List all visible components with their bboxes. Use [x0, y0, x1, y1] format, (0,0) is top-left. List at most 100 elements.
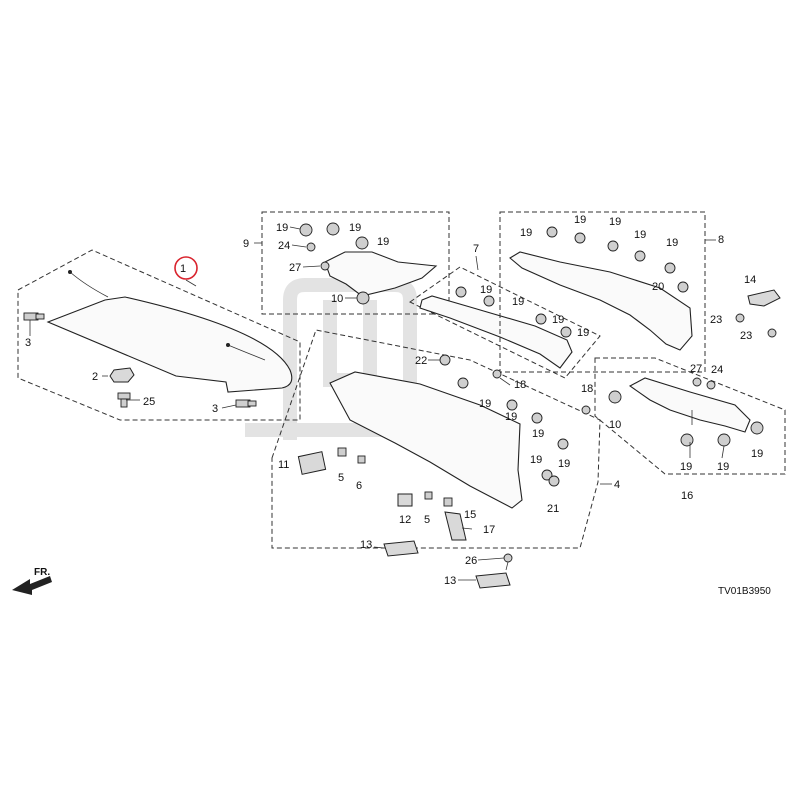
tonneau-cover-panel[interactable]: [46, 296, 293, 393]
callout-2[interactable]: 2: [92, 371, 98, 383]
callout-19-7a[interactable]: 19: [480, 284, 492, 296]
screw-part-25[interactable]: [117, 392, 131, 408]
callout-24a[interactable]: 24: [278, 240, 290, 252]
clip-19-4c[interactable]: [531, 412, 543, 424]
callout-1[interactable]: 1: [180, 263, 186, 275]
clip-part-5-upper[interactable]: [337, 447, 347, 457]
cap-part-12[interactable]: [397, 493, 413, 507]
callout-16[interactable]: 16: [681, 490, 693, 502]
callout-6[interactable]: 6: [356, 480, 362, 492]
callout-27a[interactable]: 27: [289, 262, 301, 274]
callout-19-4c[interactable]: 19: [532, 428, 544, 440]
callout-10b[interactable]: 10: [609, 419, 621, 431]
callout-20[interactable]: 20: [652, 281, 664, 293]
callout-19-8e[interactable]: 19: [666, 237, 678, 249]
callout-21[interactable]: 21: [547, 503, 559, 515]
callout-19-16c[interactable]: 19: [751, 448, 763, 460]
garnish-part-7[interactable]: [419, 295, 573, 369]
callout-19-4e[interactable]: 19: [558, 458, 570, 470]
clip-19-4e[interactable]: [557, 438, 569, 450]
clip-19-16b[interactable]: [717, 433, 731, 447]
clip-part-15[interactable]: [443, 497, 453, 507]
tailgate-lining-part-4[interactable]: [329, 371, 523, 509]
clip-19-4b[interactable]: [506, 399, 518, 411]
callout-10a[interactable]: 10: [331, 293, 343, 305]
callout-7[interactable]: 7: [473, 243, 479, 255]
bracket-part-14[interactable]: [735, 289, 781, 338]
callout-19-16b[interactable]: 19: [717, 461, 729, 473]
callout-13a[interactable]: 13: [360, 539, 372, 551]
cover-part-11[interactable]: [297, 451, 327, 475]
callout-19-4b[interactable]: 19: [505, 411, 517, 423]
callout-18b[interactable]: 18: [581, 383, 593, 395]
callout-8[interactable]: 8: [718, 234, 724, 246]
callout-19-8c[interactable]: 19: [609, 216, 621, 228]
clip-19-8c[interactable]: [607, 240, 619, 252]
callout-3a[interactable]: 3: [25, 337, 31, 349]
grip-part-13-upper[interactable]: [383, 540, 419, 557]
callout-26[interactable]: 26: [465, 555, 477, 567]
clip-part-6[interactable]: [357, 455, 366, 464]
callout-17[interactable]: 17: [483, 524, 495, 536]
callout-27b[interactable]: 27: [690, 363, 702, 375]
screw-24-9[interactable]: [306, 242, 316, 252]
callout-25[interactable]: 25: [143, 396, 155, 408]
callout-19-7b[interactable]: 19: [512, 296, 524, 308]
callout-19-16a[interactable]: 19: [680, 461, 692, 473]
callout-3b[interactable]: 3: [212, 403, 218, 415]
clip-19-7d[interactable]: [560, 326, 572, 338]
callout-19-9b[interactable]: 19: [349, 222, 361, 234]
callout-19-8d[interactable]: 19: [634, 229, 646, 241]
clip-21[interactable]: [548, 475, 560, 487]
pin-part-3-left[interactable]: [23, 312, 45, 321]
callout-23b[interactable]: 23: [740, 330, 752, 342]
callout-19-4a[interactable]: 19: [479, 398, 491, 410]
clip-22[interactable]: [439, 354, 451, 366]
washer-27-9[interactable]: [320, 261, 330, 271]
clip-19-8a[interactable]: [546, 226, 558, 238]
callout-19-9a[interactable]: 19: [276, 222, 288, 234]
callout-19-7d[interactable]: 19: [577, 327, 589, 339]
callout-24b[interactable]: 24: [711, 364, 723, 376]
side-garnish-part-16[interactable]: [628, 377, 751, 433]
clip-10-16[interactable]: [608, 390, 622, 404]
clip-part-5-lower[interactable]: [424, 491, 433, 500]
callout-23a[interactable]: 23: [710, 314, 722, 326]
handle-part-17[interactable]: [444, 511, 467, 541]
callout-5a[interactable]: 5: [338, 472, 344, 484]
callout-4[interactable]: 4: [614, 479, 620, 491]
bracket-part-9[interactable]: [324, 251, 438, 297]
washer-27-16[interactable]: [692, 377, 702, 387]
clip-19-4a[interactable]: [457, 377, 469, 389]
callout-13b[interactable]: 13: [444, 575, 456, 587]
clip-18-4[interactable]: [492, 369, 502, 379]
callout-12[interactable]: 12: [399, 514, 411, 526]
screw-24-16[interactable]: [706, 380, 716, 390]
clip-19-16c[interactable]: [750, 421, 764, 435]
clip-19-9a[interactable]: [299, 223, 313, 237]
bolt-23b[interactable]: [767, 328, 777, 338]
callout-5b[interactable]: 5: [424, 514, 430, 526]
callout-14[interactable]: 14: [744, 274, 756, 286]
grip-part-13-lower[interactable]: [475, 572, 511, 589]
callout-9[interactable]: 9: [243, 238, 249, 250]
screw-part-26[interactable]: [503, 553, 513, 571]
clip-19-4d[interactable]: [541, 469, 553, 481]
clip-19-8d[interactable]: [634, 250, 646, 262]
callout-18a[interactable]: 18: [514, 379, 526, 391]
clip-19-7b[interactable]: [483, 295, 495, 307]
clip-19-9c[interactable]: [355, 236, 369, 250]
hook-part-2[interactable]: [109, 367, 135, 383]
callout-15[interactable]: 15: [464, 509, 476, 521]
callout-19-8a[interactable]: 19: [520, 227, 532, 239]
clip-19-8e[interactable]: [664, 262, 676, 274]
callout-19-8b[interactable]: 19: [574, 214, 586, 226]
clip-19-9b[interactable]: [326, 222, 340, 236]
bolt-23a[interactable]: [735, 313, 745, 323]
clip-18-loose[interactable]: [581, 405, 591, 415]
callout-19-9c[interactable]: 19: [377, 236, 389, 248]
callout-19-7c[interactable]: 19: [552, 314, 564, 326]
clip-19-16a[interactable]: [680, 433, 694, 447]
clip-19-7a[interactable]: [455, 286, 467, 298]
clip-10-9[interactable]: [356, 291, 370, 305]
